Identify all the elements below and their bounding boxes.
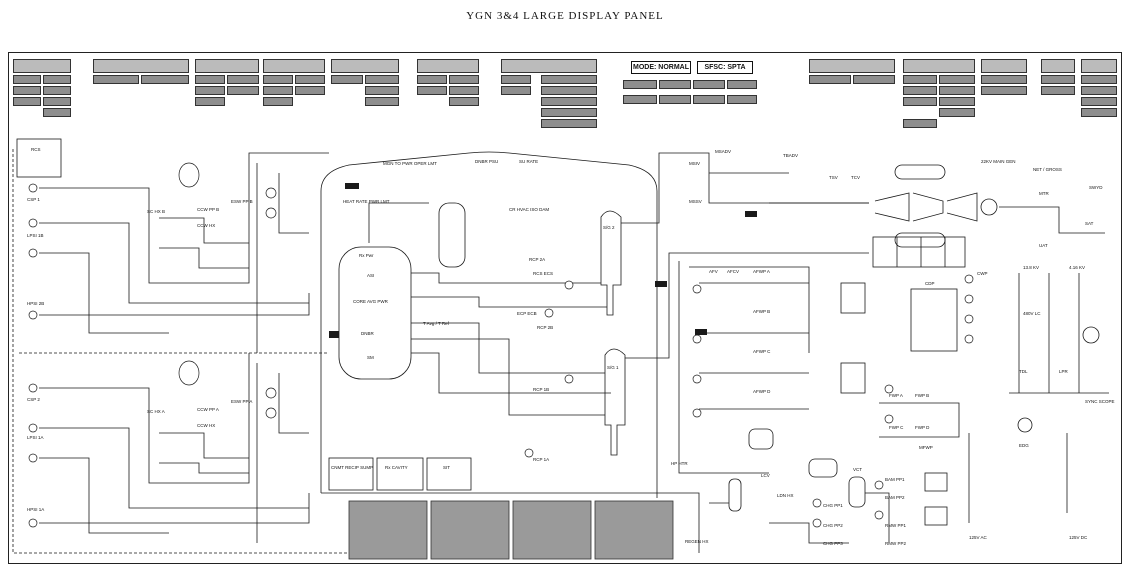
ccw-hx-a-label: CCW HX bbox=[197, 423, 215, 428]
csp1-label: CSP 1 bbox=[27, 197, 40, 202]
dnbr-label: DNBR bbox=[361, 331, 375, 336]
lcv-label: LCV bbox=[761, 473, 770, 478]
rcs-ecs-label: RCS ECS bbox=[533, 271, 553, 276]
letdn-hx-label: LDN HX bbox=[777, 493, 794, 498]
kv13-label: 13.8 KV bbox=[1023, 265, 1039, 270]
fwp-d-label: FWP D bbox=[915, 425, 930, 430]
sync-scope-label: SYNC SCOPE bbox=[1085, 399, 1115, 404]
hpsi2b-label: HPSI 2B bbox=[27, 301, 44, 306]
ccw-hx-b-label: CCW HX bbox=[197, 223, 215, 228]
display-screen bbox=[349, 501, 427, 559]
tdl-label: TDL bbox=[1019, 369, 1028, 374]
mgn-pwr-label: MGN TO PWR OPER LMT bbox=[383, 161, 437, 166]
mssv-label: MSSV bbox=[689, 199, 702, 204]
sat-label: SAT bbox=[1085, 221, 1094, 226]
rx-pwr-label: Rx Pwr bbox=[359, 253, 374, 258]
vct-label: VCT bbox=[853, 467, 862, 472]
mfwp-label: MFWP bbox=[919, 445, 933, 450]
bam-pp2-label: BAM PP2 bbox=[885, 495, 905, 500]
afwp-d-label: AFWP D bbox=[753, 389, 771, 394]
lpr-label: LPR bbox=[1059, 369, 1069, 374]
esw-pp-a-label: ESW PP A bbox=[231, 399, 252, 404]
panel-title: YGN 3&4 LARGE DISPLAY PANEL bbox=[0, 10, 1130, 22]
sc-hx-a-label: SC HX A bbox=[147, 409, 165, 414]
heat-rate-label: HEAT RATE PWR LMT bbox=[343, 199, 390, 204]
cwp-label: CWP bbox=[977, 271, 988, 276]
rcp2a-label: RCP 2A bbox=[529, 257, 545, 262]
afv-label: AFV bbox=[709, 269, 718, 274]
msadv-label: MSADV bbox=[715, 149, 731, 154]
afwp-b-label: AFWP B bbox=[753, 309, 770, 314]
rcs-label: RCS bbox=[31, 147, 41, 152]
dnbr-rate-label: DNBR PSU bbox=[475, 159, 498, 164]
sit-label: SIT bbox=[443, 465, 450, 470]
lpsi1b-label: LPSI 1B bbox=[27, 233, 44, 238]
uat-label: UAT bbox=[1039, 243, 1048, 248]
tbadv-label: TBADV bbox=[783, 153, 798, 158]
csp2-label: CSP 2 bbox=[27, 397, 40, 402]
fwp-b-label: FWP B bbox=[915, 393, 929, 398]
afcv-label: AFCV bbox=[727, 269, 739, 274]
afwp-a-label: AFWP A bbox=[753, 269, 770, 274]
sg1-label: S/G 1 bbox=[607, 365, 619, 370]
msiv-label: MSIV bbox=[689, 161, 700, 166]
hp-htr-label: HP HTR bbox=[671, 461, 688, 466]
chg-pp3-label: CHG PP3 bbox=[823, 541, 843, 546]
esw-pp-b-label: ESW PP B bbox=[231, 199, 253, 204]
lpsi1a-label: LPSI 1A bbox=[27, 435, 44, 440]
rcp1b-label: RCP 1B bbox=[533, 387, 549, 392]
fwp-a-label: FWP A bbox=[889, 393, 903, 398]
dc125-label: 125V DC bbox=[1069, 535, 1088, 540]
chg-pp1-label: CHG PP1 bbox=[823, 503, 843, 508]
ac480-label: 480V LC bbox=[1023, 311, 1041, 316]
ecp-label: ECP ECB bbox=[517, 311, 537, 316]
rmw-pp2-label: RMW PP2 bbox=[885, 541, 906, 546]
rmw-pp1-label: RMW PP1 bbox=[885, 523, 906, 528]
main-gen-label: 22KV MAIN GEN bbox=[981, 159, 1016, 164]
large-display-panel: MODE: NORMAL SFSC: SPTA bbox=[8, 52, 1122, 564]
swyd-label: SWYD bbox=[1089, 185, 1103, 190]
fwp-c-label: FWP C bbox=[889, 425, 904, 430]
tsv-label: TSV bbox=[829, 175, 838, 180]
mtr-label: MTR bbox=[1039, 191, 1049, 196]
rcp1a-label: RCP 1A bbox=[533, 457, 549, 462]
rcp2b-label: RCP 2B bbox=[537, 325, 553, 330]
cntmt-sump-label: CNMT RECIP SUMP bbox=[331, 465, 373, 470]
process-mimic-diagram: RCS CSP 1 LPSI 1B HPSI 2B SC HX B CCW HX… bbox=[9, 53, 1121, 563]
sc-hx-b-label: SC HX B bbox=[147, 209, 165, 214]
net-gross-label: NET / GROSS bbox=[1033, 167, 1062, 172]
ac125-label: 125V AC bbox=[969, 535, 988, 540]
ccw-pp-b-label: CCW PP B bbox=[197, 207, 219, 212]
tavg-label: T Avg / T Ref bbox=[423, 321, 450, 326]
asi-label: ASI bbox=[367, 273, 374, 278]
kv4-label: 4.16 KV bbox=[1069, 265, 1085, 270]
bam-pp1-label: BAM PP1 bbox=[885, 477, 905, 482]
tcv-label: TCV bbox=[851, 175, 860, 180]
sg2-label: S/G 2 bbox=[603, 225, 615, 230]
ccw-pp-a-label: CCW PP A bbox=[197, 407, 219, 412]
su-rate-label: SU RATE bbox=[519, 159, 538, 164]
sm-label: SM bbox=[367, 355, 374, 360]
afwp-c-label: AFWP C bbox=[753, 349, 771, 354]
core-avg-label: CORE AVG PWR bbox=[353, 299, 389, 304]
regen-hx-label: REGEN HX bbox=[685, 539, 709, 544]
chg-pp2-label: CHG PP2 bbox=[823, 523, 843, 528]
rx-cavity-label: Rx CAVITY bbox=[385, 465, 408, 470]
edg-label: EDG bbox=[1019, 443, 1029, 448]
hpsi1a-label: HPSI 1A bbox=[27, 507, 44, 512]
cr-hvac-label: CR HVAC ISO DAM bbox=[509, 207, 549, 212]
cdp-label: CDP bbox=[925, 281, 935, 286]
